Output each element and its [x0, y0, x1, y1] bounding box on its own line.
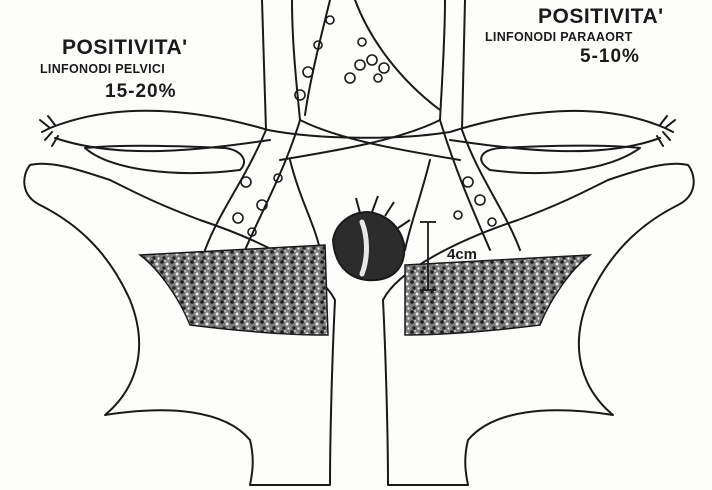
lymph-node	[488, 218, 496, 226]
right-stippled-field	[405, 255, 590, 335]
lymph-node	[463, 177, 473, 187]
right-positivity-percentage: 5-10%	[580, 47, 640, 66]
left-tube-upper	[50, 111, 665, 138]
lymph-node	[326, 16, 334, 24]
left-stippled-field	[140, 245, 328, 335]
lymph-node	[379, 63, 389, 73]
right-paraaortic-nodes-label: LINFONODI PARAAORT	[485, 31, 633, 44]
tumor-size-label: 4cm	[447, 247, 477, 262]
right-fimbria	[657, 116, 675, 146]
lymph-node	[355, 60, 365, 70]
central-trunk-right	[355, 0, 440, 110]
lymph-node	[367, 55, 377, 65]
aorta-left-wall	[262, 0, 266, 130]
lymph-node	[374, 74, 382, 82]
right-internal-iliac	[405, 160, 430, 250]
lymph-node	[233, 213, 243, 223]
lymph-node	[475, 195, 485, 205]
vena-cava-right-wall	[462, 0, 465, 130]
left-fimbria	[40, 116, 58, 146]
left-iliac-inner	[245, 120, 300, 250]
aorta-inner-wall	[292, 0, 300, 120]
left-pelvic-nodes-label: LINFONODI PELVICI	[40, 63, 165, 76]
left-positivity-percentage: 15-20%	[105, 82, 177, 101]
lymph-node	[241, 177, 251, 187]
left-positivity-heading: POSITIVITA'	[62, 37, 188, 58]
lymph-node	[303, 67, 313, 77]
lymph-node	[295, 90, 305, 100]
left-internal-iliac	[290, 160, 320, 250]
right-positivity-heading: POSITIVITA'	[538, 6, 664, 27]
right-ovary	[481, 146, 640, 173]
lymph-node	[345, 73, 355, 83]
lymph-node	[358, 38, 366, 46]
lymph-node	[454, 211, 462, 219]
right-tube-lower	[450, 138, 660, 151]
vena-cava-inner-wall	[440, 0, 445, 120]
